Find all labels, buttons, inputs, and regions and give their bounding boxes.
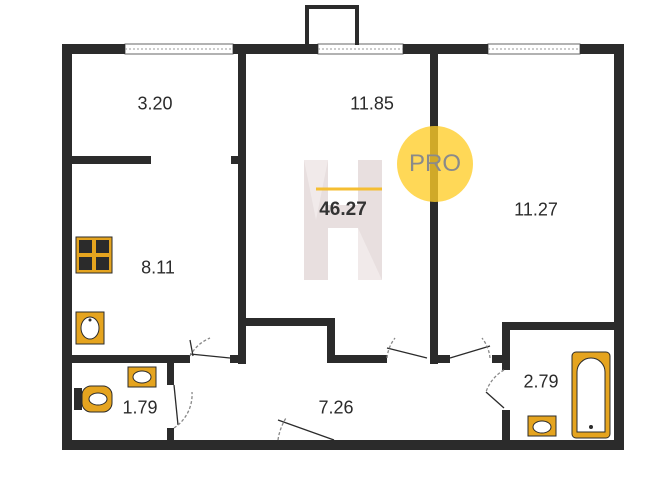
toilet-icon (74, 385, 113, 413)
room-area-center: 11.85 (350, 93, 394, 114)
walls (62, 5, 624, 450)
pro-badge: PRO (397, 126, 473, 202)
total-area: 46.27 (319, 199, 367, 220)
pro-badge-label: PRO (408, 150, 461, 177)
room-area-hall: 7.26 (318, 397, 354, 418)
sink-icon (75, 311, 105, 345)
h-logo-icon (304, 160, 382, 280)
stove-icon (75, 236, 113, 274)
room-area-top-left: 3.20 (137, 93, 173, 114)
room-area-bathroom: 2.79 (523, 371, 559, 392)
bathtub-icon (571, 351, 611, 439)
sink-icon (527, 415, 557, 437)
room-area-wc: 1.79 (122, 397, 158, 418)
room-area-kitchen: 8.11 (141, 257, 175, 278)
doors (173, 337, 505, 441)
sink-icon (127, 366, 157, 388)
room-area-right: 11.27 (514, 199, 558, 220)
